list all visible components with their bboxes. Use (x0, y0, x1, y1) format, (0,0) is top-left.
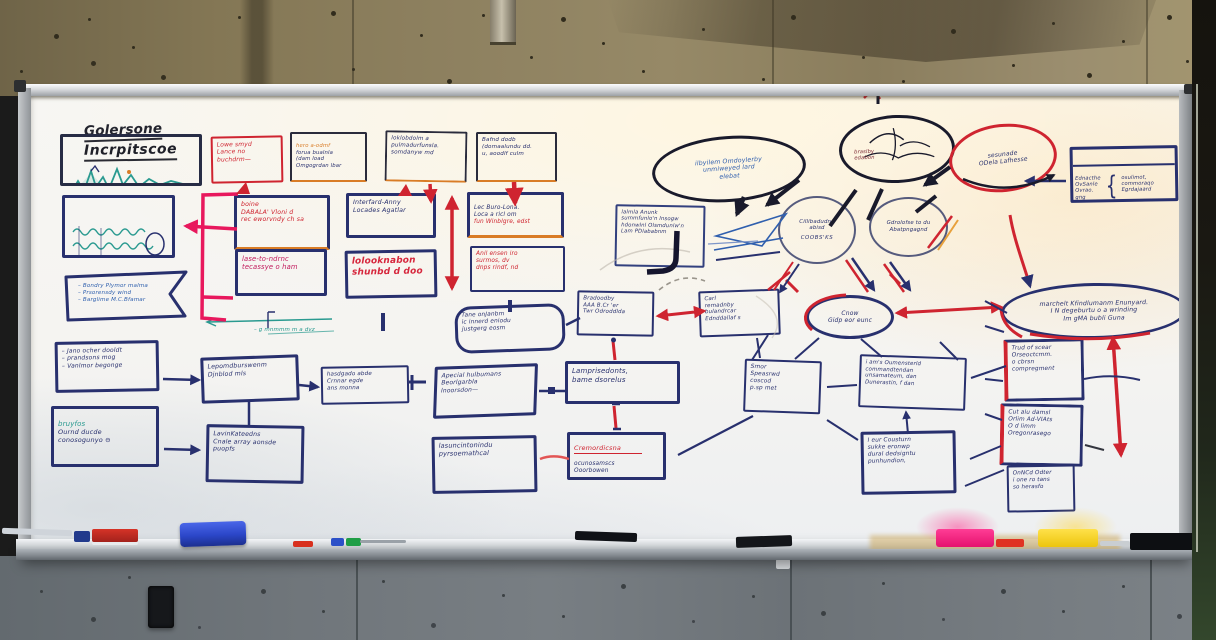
brain-sketch (863, 127, 935, 161)
table-box: Ednacthe OvSanle Ovrao. gng { osulimot, … (1069, 145, 1179, 203)
metal-bracket (490, 0, 516, 45)
crem-body: ocunosamscs Ooorbowen (574, 461, 615, 475)
sparkline-chart (75, 164, 184, 183)
col1-body: forua bualnla (dam load Omgogrdan lbar (296, 149, 342, 169)
wall-seam (1150, 556, 1152, 640)
wall-seam (356, 556, 358, 640)
frame-rail-top (18, 84, 1190, 96)
table-right-column: osulimot, commoraqo Egrdajaard (1121, 174, 1154, 194)
note-box-col1: hero a-odmf forua bualnla (dam load Omgo… (290, 132, 367, 182)
note-box-mid1: i am's Oumensterld commandtendan unsamat… (858, 354, 967, 411)
red-book (92, 529, 138, 542)
circle-coobs: Cillibadudnd abisd COOBS'KS (778, 196, 856, 264)
silver-pen (1, 527, 73, 537)
formwork-holes-upper (0, 0, 3, 3)
table-header-band (1072, 154, 1175, 168)
note-box-red: Lowe smyd Lance no buchdrm— (210, 135, 284, 184)
frame-corner-cap (1184, 84, 1194, 94)
note-box-bl3: hasdgado abde Crnnar egde ans monna (320, 365, 410, 405)
brain-label: braslby edabon (853, 148, 875, 162)
blue-marker-cap (331, 538, 344, 546)
thin-pen (360, 540, 406, 543)
wall-seam (352, 0, 354, 96)
note-box-right2: Cut alu damsl Orlim Ad-VIAts O d limm Or… (999, 403, 1084, 467)
note-box-f: LavinKateedns Cnale array aonsde puopfs (205, 424, 305, 484)
buro-head: Lec Buro-Lona. Loca a ricl om (474, 205, 520, 219)
note-box-brad: Bradoodby AAA B.Cr 'er Twr Odroddlda (576, 290, 655, 337)
frame-rail-left (18, 88, 31, 550)
ellipse-core: Cnow Gidp eor eunc (806, 295, 894, 339)
blue-chip (74, 531, 90, 542)
pink-eraser (936, 529, 994, 547)
brain-cloud: braslby edabon (837, 112, 957, 186)
cable-clip (776, 559, 790, 569)
table-brace: { (1105, 170, 1118, 202)
buro-tail: fun Winblgre, edst (474, 219, 531, 226)
bubble-tane: Tane onJanbm ic innerd eniodu justgerg e… (454, 303, 566, 354)
note-box-smon: Smor Speasrwd coscod p.sp met (743, 358, 822, 415)
red-marker-cap (293, 541, 313, 547)
note-box-data: boine DABALA' Vloni d rec eworvndy ch sa (234, 195, 330, 250)
note-box-right3: OnNCd Odter i one ro tans so herasfo (1006, 464, 1076, 513)
note-box-mid2: I eur Cousturn sukke eronwp dural dedsig… (860, 430, 957, 495)
wall-seam (772, 0, 774, 96)
note-box-anil: Anil ensen iro surmos, dv dnps rindf, nd (470, 246, 565, 292)
crem-head: Cremordicsna (574, 444, 642, 454)
col1-head: hero a-odmf (296, 143, 331, 150)
note-box-crimson: lase-to-ndrnc tecassye o ham (235, 249, 327, 296)
note-box-bullets: – Jano ocher dooldt – prandsons mog – Va… (54, 340, 160, 393)
measure-note: – g mnmmm m a dvz (254, 327, 315, 333)
note-box-g: lasuncintonindu pyrsoemathcal (431, 435, 538, 494)
green-marker-cap (346, 538, 361, 546)
wall-shadow-band (240, 0, 274, 96)
note-box-buro: Lec Buro-Lona. Loca a ricl om fun Winblg… (467, 192, 564, 238)
black-marker-mid (735, 535, 793, 548)
teal-note-body: Ournd ducde conosogunyo ⊖ (58, 427, 111, 444)
frame-rail-right (1179, 90, 1192, 546)
note-box-col2: loklobdolm a pulmadurfunsla. somdanyw md (384, 130, 468, 183)
frame-corner-cap (14, 80, 26, 92)
note-box-lolook: lolooknabon shunbd d doo (344, 249, 438, 299)
circle-gdro: Gdrolofse to du Abatpngagnd (869, 197, 948, 257)
concrete-wall-lower (0, 556, 1216, 640)
waveform-chart (72, 225, 165, 255)
note-box-bluelist: lalmla Anunk summfunlo'n lnsogw hdonwlnl… (614, 204, 706, 268)
coobs-caption: COOBS'KS (800, 234, 834, 241)
frame-glint (1196, 84, 1198, 552)
silver-pen-right (1100, 541, 1130, 546)
teal-note-head: bruyfos (58, 419, 86, 428)
note-parallelogram: Apecial hulbumans Beorlgarbla lnoorsdon— (432, 363, 539, 419)
note-box-right1: Trud of scear Orseoctcmm. o cbrsn compre… (1003, 338, 1085, 402)
coobs-text: Cillibadudnd abisd (799, 218, 835, 232)
blue-eraser (179, 520, 247, 548)
formwork-holes-lower (0, 560, 3, 563)
wall-seam (790, 556, 792, 640)
marker-tray-front (16, 549, 1192, 560)
note-box-interfard: Interfard-Anny Locades Agatlar (346, 193, 436, 238)
wall-outlet (148, 586, 174, 628)
note-box-teal: bruyfos Ournd ducde conosogunyo ⊖ (51, 406, 159, 467)
note-box-bl2: Lepomdburswenm Djnblod mls (200, 354, 300, 404)
ribbon-note: – Bondry Plymor malma – Prsorensdy wind … (78, 283, 148, 303)
marker-tray (16, 539, 1192, 549)
note-box-carl: Carl remadnby bulandrcar Ednddallaf s (698, 288, 781, 338)
yellow-eraser (1038, 529, 1098, 547)
waveform-chart-box (62, 195, 175, 258)
table-left-column: Ednacthe OvSanle Ovrao. gng (1075, 175, 1101, 201)
wall-seam (1146, 0, 1148, 96)
note-box-col3: Bafnd dodb (domaalundu dd. u, aoodlf cul… (476, 132, 557, 182)
red-marker (996, 539, 1024, 547)
note-box-lampr: Lamprisedonts, bame dsorelus (565, 361, 680, 404)
note-box-crem: Cremordicsna ocunosamscs Ooorbowen (567, 432, 666, 480)
sparkline-chart-box (60, 134, 202, 186)
